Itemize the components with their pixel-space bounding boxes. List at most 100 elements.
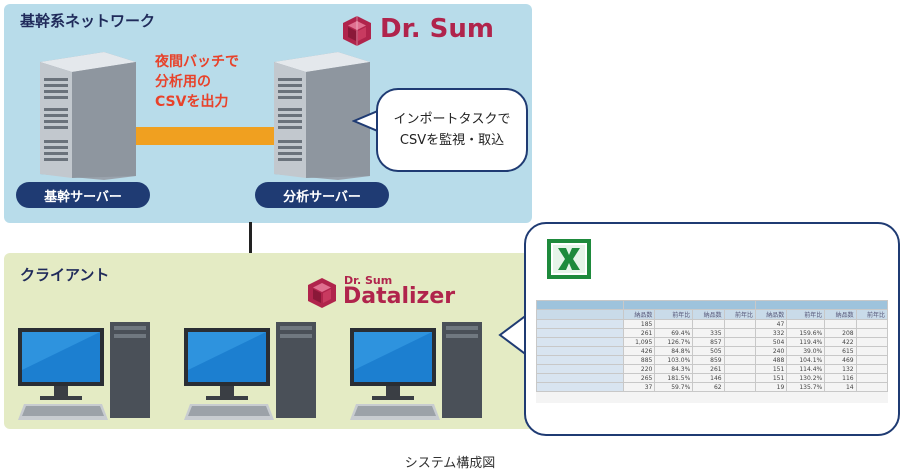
col-header: 納品数 xyxy=(622,309,656,320)
cell: 103.0% xyxy=(654,355,694,365)
cell: 104.1% xyxy=(786,355,826,365)
cell: 469 xyxy=(824,355,857,365)
core-server-label: 基幹サーバー xyxy=(16,182,150,208)
table-row: 265 181.5% 146 151 130.2% 116 xyxy=(536,373,888,383)
cell xyxy=(723,373,756,383)
cell xyxy=(723,319,756,329)
table-row: 261 69.4% 335 332 159.6% 208 xyxy=(536,328,888,338)
cell xyxy=(723,382,756,392)
cell: 135.7% xyxy=(786,382,826,392)
col-header: 前年比 xyxy=(654,309,694,320)
batch-connector xyxy=(130,127,278,145)
client-zone-title: クライアント xyxy=(20,266,110,284)
cell xyxy=(786,319,826,329)
col-header: 前年比 xyxy=(786,309,826,320)
cell xyxy=(855,337,888,347)
cell: 426 xyxy=(622,346,656,356)
cell: 146 xyxy=(692,373,725,383)
cell: 132 xyxy=(824,364,857,374)
cell: 151 xyxy=(754,373,788,383)
sales-table: 納品数 前年比 納品数 前年比 納品数 前年比 納品数 前年比 185 47 2… xyxy=(536,300,888,392)
col-header: 納品数 xyxy=(754,309,788,320)
col-header: 前年比 xyxy=(723,309,756,320)
cell: 857 xyxy=(692,337,725,347)
table-row: 37 59.7% 62 19 135.7% 14 xyxy=(536,382,888,392)
cell xyxy=(654,319,694,329)
table-row: 220 84.3% 261 151 114.4% 132 xyxy=(536,364,888,374)
cell: 14 xyxy=(824,382,857,392)
cell: 151 xyxy=(754,364,788,374)
callout-line: CSVを監視・取込 xyxy=(399,133,505,148)
cell: 505 xyxy=(692,346,725,356)
cell xyxy=(824,319,857,329)
spreadsheet-preview: 納品数 前年比 納品数 前年比 納品数 前年比 納品数 前年比 185 47 2… xyxy=(536,300,888,403)
cell xyxy=(855,364,888,374)
import-task-callout: インポートタスクで CSVを監視・取込 xyxy=(376,88,528,172)
cell: 208 xyxy=(824,328,857,338)
datalizer-cube-icon xyxy=(308,278,336,308)
cell: 265 xyxy=(622,373,656,383)
col-header: 納品数 xyxy=(692,309,725,320)
cell: 422 xyxy=(824,337,857,347)
drsum-cube-icon xyxy=(343,16,371,46)
cell: 126.7% xyxy=(654,337,694,347)
cell xyxy=(723,337,756,347)
cell: 1,095 xyxy=(622,337,656,347)
analysis-server-icon xyxy=(274,52,370,180)
core-network-title: 基幹系ネットワーク xyxy=(20,12,156,30)
table-row: 426 84.8% 505 240 39.0% 615 xyxy=(536,346,888,356)
col-header: 前年比 xyxy=(855,309,888,320)
cell: 859 xyxy=(692,355,725,365)
table-row: 185 47 xyxy=(536,319,888,329)
datalizer-logo-text: Datalizer xyxy=(343,284,456,309)
cell: 116 xyxy=(824,373,857,383)
cell: 332 xyxy=(754,328,788,338)
table-header-row xyxy=(536,300,888,310)
cell xyxy=(692,319,725,329)
cell: 885 xyxy=(622,355,656,365)
cell: 504 xyxy=(754,337,788,347)
callout-line: インポートタスクで xyxy=(393,112,511,127)
cell: 119.4% xyxy=(786,337,826,347)
cell: 84.8% xyxy=(654,346,694,356)
cell xyxy=(723,346,756,356)
cell xyxy=(855,319,888,329)
batch-note: 夜間バッチで 分析用の CSVを出力 xyxy=(155,52,239,112)
cell: 37 xyxy=(622,382,656,392)
core-server-icon xyxy=(40,52,136,180)
col-header: 納品数 xyxy=(824,309,857,320)
cell xyxy=(855,355,888,365)
analysis-server-label: 分析サーバー xyxy=(255,182,389,208)
batch-note-line: 分析用の xyxy=(155,74,211,90)
datalizer-logo-small: Dr. Sum xyxy=(344,274,393,287)
figure-caption: システム構成図 xyxy=(404,456,496,471)
table-header-row: 納品数 前年比 納品数 前年比 納品数 前年比 納品数 前年比 xyxy=(536,309,888,320)
client-pc-icon xyxy=(350,322,482,420)
network-link xyxy=(249,222,252,254)
client-pc-icon xyxy=(184,322,316,420)
cell: 220 xyxy=(622,364,656,374)
cell: 185 xyxy=(622,319,656,329)
cell: 615 xyxy=(824,346,857,356)
batch-note-line: 夜間バッチで xyxy=(155,54,239,70)
cell: 130.2% xyxy=(786,373,826,383)
excel-icon xyxy=(547,239,591,279)
cell: 62 xyxy=(692,382,725,392)
cell xyxy=(723,364,756,374)
cell xyxy=(855,346,888,356)
cell xyxy=(723,328,756,338)
cell: 47 xyxy=(754,319,788,329)
table-row: 1,095 126.7% 857 504 119.4% 422 xyxy=(536,337,888,347)
cell: 261 xyxy=(692,364,725,374)
cell: 114.4% xyxy=(786,364,826,374)
cell: 159.6% xyxy=(786,328,826,338)
cell: 488 xyxy=(754,355,788,365)
cell: 19 xyxy=(754,382,788,392)
cell: 59.7% xyxy=(654,382,694,392)
cell xyxy=(855,328,888,338)
cell: 84.3% xyxy=(654,364,694,374)
cell xyxy=(855,382,888,392)
cell: 261 xyxy=(622,328,656,338)
drsum-logo-text: Dr. Sum xyxy=(380,14,494,44)
cell: 240 xyxy=(754,346,788,356)
